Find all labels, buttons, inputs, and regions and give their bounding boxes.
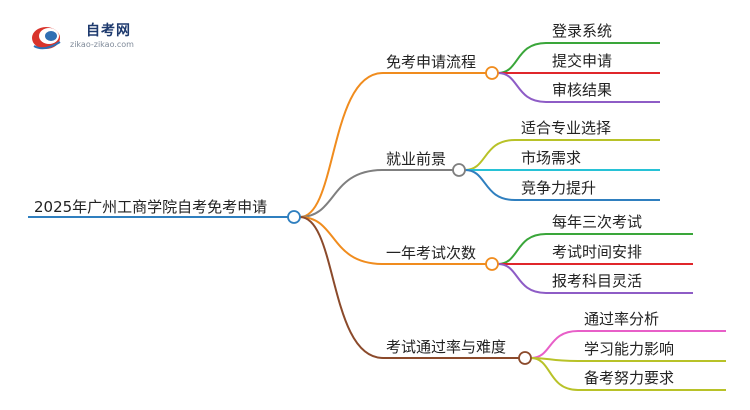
leaf-label: 竞争力提升: [521, 179, 596, 197]
leaf-label: 学习能力影响: [584, 340, 674, 358]
leaf-link: [530, 357, 579, 391]
leaf-link: [464, 139, 516, 171]
leaf-label: 考试时间安排: [552, 243, 642, 261]
branch-node[interactable]: [518, 351, 532, 365]
leaf-link: [497, 72, 547, 103]
branch-node[interactable]: [452, 163, 466, 177]
branch-label: 一年考试次数: [386, 244, 476, 262]
branch-node[interactable]: [485, 257, 499, 271]
leaf-link: [497, 42, 547, 74]
branch-link: [299, 216, 384, 359]
branch-link: [299, 72, 384, 218]
leaf-link: [464, 169, 516, 201]
root-node[interactable]: [287, 210, 301, 224]
leaf-label: 报考科目灵活: [552, 272, 642, 290]
leaf-label: 审核结果: [552, 81, 612, 99]
branch-node[interactable]: [485, 66, 499, 80]
leaf-label: 备考努力要求: [584, 369, 674, 387]
root-label: 2025年广州工商学院自考免考申请: [34, 198, 267, 216]
site-logo: 自考网 zikao-zikao.com: [30, 18, 150, 58]
leaf-label: 提交申请: [552, 52, 612, 70]
leaf-label: 市场需求: [521, 149, 581, 167]
logo-title: 自考网: [86, 23, 131, 39]
leaf-link: [530, 330, 579, 359]
branch-link: [299, 169, 384, 218]
leaf-label: 适合专业选择: [521, 119, 611, 137]
branch-label: 免考申请流程: [386, 53, 476, 71]
leaf-link: [497, 263, 547, 294]
leaf-label: 每年三次考试: [552, 213, 642, 231]
mind-map-links: [28, 42, 726, 391]
branch-link: [299, 216, 384, 265]
branch-label: 考试通过率与难度: [386, 338, 506, 356]
leaf-link: [497, 233, 547, 265]
leaf-label: 登录系统: [552, 22, 612, 40]
logo-mark-icon: [32, 27, 61, 50]
branch-label: 就业前景: [386, 150, 446, 168]
leaf-label: 通过率分析: [584, 310, 659, 328]
logo-url: zikao-zikao.com: [70, 40, 134, 49]
